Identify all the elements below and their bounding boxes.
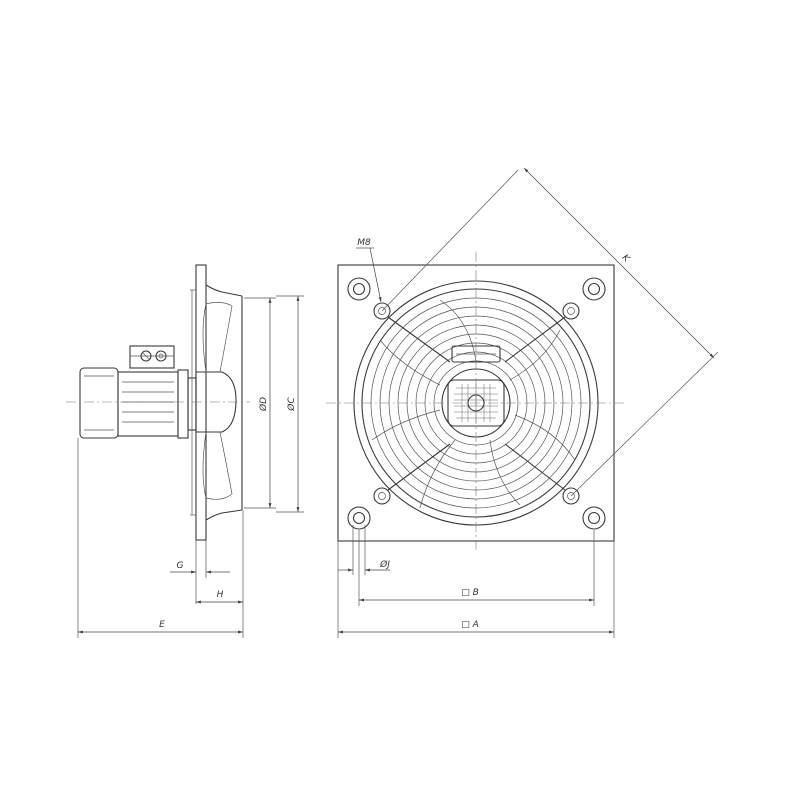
front-view-dimensions: M8 ØJ □ B □ A K: [337, 167, 719, 638]
dim-label-j: ØJ: [379, 559, 390, 570]
dim-label-a: □ A: [461, 620, 479, 630]
front-view: [326, 252, 626, 552]
dim-label-d: ØD: [258, 397, 269, 412]
corner-holes: [347, 277, 606, 530]
mounting-plate-side: [190, 264, 243, 541]
side-view: [66, 264, 250, 541]
dim-label-b: □ B: [461, 588, 479, 598]
side-view-dimensions: ØD ØC G H E: [77, 295, 304, 638]
impeller-side: [195, 302, 237, 500]
dim-label-h: H: [217, 590, 224, 600]
dim-label-g: G: [177, 561, 184, 571]
dim-label-e: E: [159, 620, 165, 630]
motor-body: [79, 367, 197, 439]
dim-label-m8: M8: [357, 238, 371, 248]
guard-bolts: [373, 302, 580, 505]
fan-blades: [371, 299, 576, 509]
terminal-box: [129, 345, 175, 369]
dim-label-c: ØC: [286, 397, 297, 412]
dim-label-k: K: [620, 253, 632, 265]
